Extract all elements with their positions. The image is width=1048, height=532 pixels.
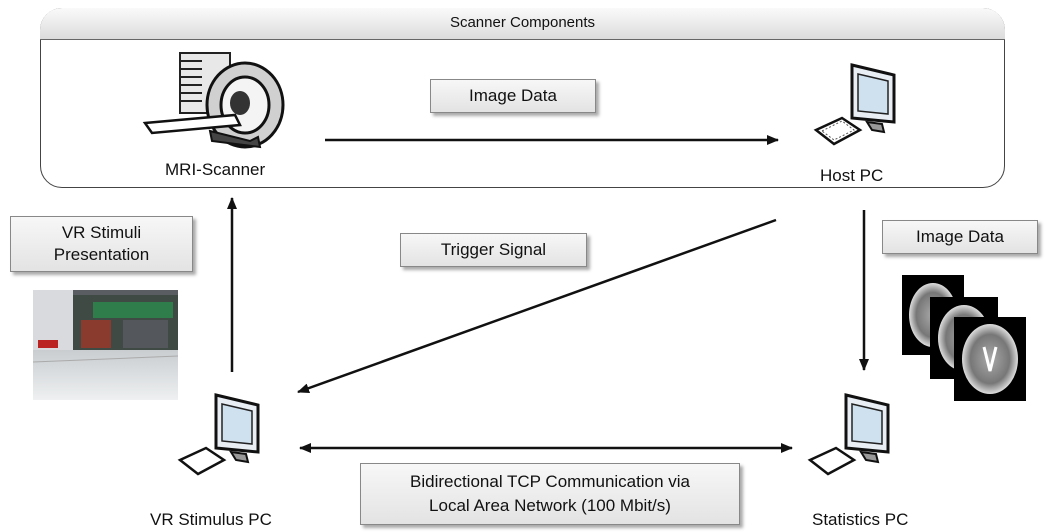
scanner-components-title: Scanner Components — [40, 8, 1005, 40]
image-data-label-top: Image Data — [430, 79, 596, 113]
vr-scene-image — [33, 290, 178, 400]
tcp-line-2: Local Area Network (100 Mbit/s) — [429, 496, 671, 515]
image-data-label-right: Image Data — [882, 220, 1038, 254]
tcp-line-1: Bidirectional TCP Communication via — [410, 472, 690, 491]
computer-icon — [177, 393, 260, 476]
statistics-pc-label: Statistics PC — [812, 510, 909, 529]
tcp-communication-label: Bidirectional TCP Communication via Loca… — [360, 463, 740, 525]
mri-scanner-label: MRI-Scanner — [165, 160, 266, 179]
trigger-signal-arrow — [297, 218, 777, 394]
vr-stimuli-line-2: Presentation — [53, 245, 150, 264]
mri-scanner-icon — [142, 52, 285, 149]
computer-icon — [807, 393, 890, 476]
vr-stimuli-label: VR Stimuli Presentation — [10, 216, 193, 272]
trigger-signal-label: Trigger Signal — [400, 233, 587, 267]
host-pc-label: Host PC — [820, 166, 884, 185]
brain-scan-icon — [902, 275, 1026, 401]
brain-slice-3 — [954, 317, 1026, 401]
computer-icon — [813, 63, 896, 146]
vr-stimulus-pc-label: VR Stimulus PC — [150, 510, 272, 529]
vr-stimuli-line-1: VR Stimuli — [61, 223, 142, 242]
